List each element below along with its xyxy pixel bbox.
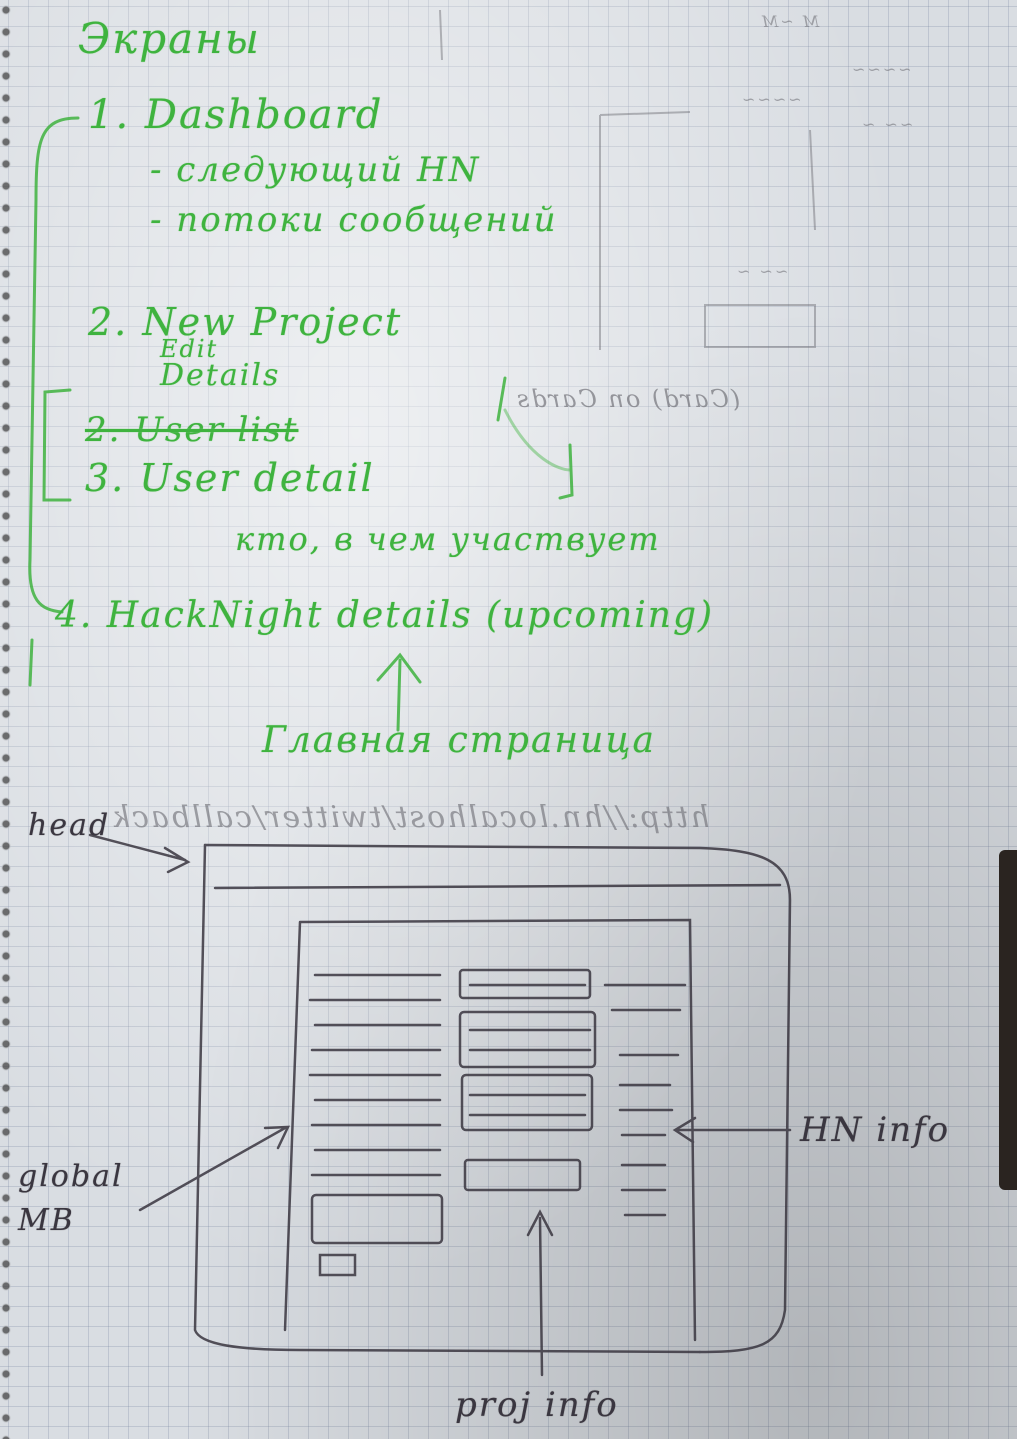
wireframe-sketch [88, 833, 792, 1377]
green-arrow [396, 658, 402, 732]
hn-info-annotation: HN info [800, 1110, 951, 1150]
screens-heading: Экраны [78, 14, 262, 63]
binder-clip [999, 850, 1017, 1190]
list-item: 3. User detail [85, 456, 375, 500]
list-item: 4. HackNight details (upcoming) [55, 595, 715, 636]
proj-info-arrow [538, 1216, 544, 1377]
list-item: 1. Dashboard [88, 92, 384, 138]
list-item: - потоки сообщений [150, 200, 558, 240]
spiral-binding [0, 0, 16, 1439]
list-item: 2. New Project [88, 300, 403, 344]
main-page-label: Главная страница [262, 720, 656, 761]
list-item: Details [160, 358, 281, 393]
head-arrow [88, 833, 187, 862]
proj-info-annotation: proj info [455, 1385, 619, 1425]
global-mb-arrow [138, 1126, 287, 1212]
list-item-struck: 2. User list [85, 410, 299, 450]
global-mb-annotation: global MB [18, 1159, 124, 1238]
list-item: - следующий HN [150, 150, 481, 190]
green-bracket-large [28, 116, 80, 614]
list-item: Edit [160, 335, 219, 363]
green-bracket-small [42, 388, 72, 502]
list-item-note: кто, в чем участвует [235, 520, 661, 558]
